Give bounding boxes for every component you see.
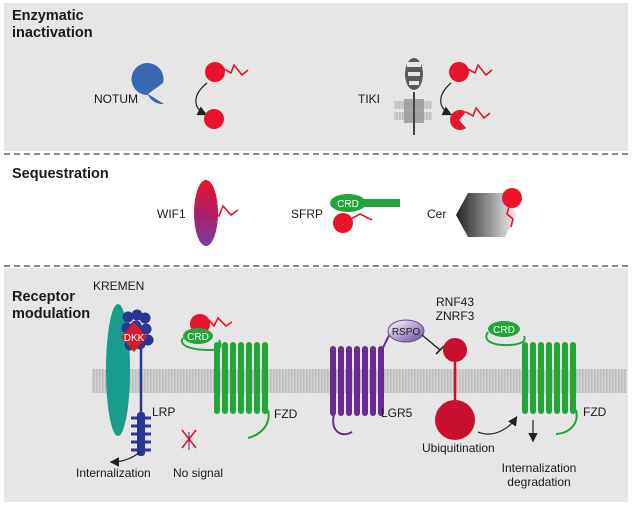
sequestration-panel [4,157,628,262]
conversion-arrow [195,82,208,116]
dkk-label: DKK [124,333,145,344]
fzd-left-label: FZD [274,407,298,421]
sfrp-protein-icon [330,194,400,233]
inhibition-bar [435,345,445,355]
sfrp-crd-label: CRD [337,199,359,210]
receptor-modulation-title: Receptor modulation [12,289,91,322]
wnt-ligand-icon [449,62,493,82]
fzd-receptor-right [485,321,578,435]
cleaved-wnt-icon [450,106,491,130]
cerberus-protein-icon [456,188,522,237]
wnt-ligand-icon [205,62,249,82]
rnf43-znrf3-label: RNF43 ZNRF3 [435,295,475,323]
tiki-label: TIKI [358,92,381,106]
dkk-inhibitor [121,322,147,352]
wnt-ligand-icon [204,109,224,129]
fzd-right-crd-label: CRD [493,325,515,336]
internalization-degradation-label: Internalization degradation [501,461,577,489]
fzd-receptor-left [180,328,270,439]
lrp-label: LRP [152,405,176,419]
cer-label: Cer [427,207,447,221]
fzd-left-crd-label: CRD [187,332,209,343]
inhibition-line [421,334,441,351]
rnf43-znrf3-ligase [435,338,475,440]
notum-enzyme-icon [131,63,164,105]
sfrp-label: SFRP [291,207,324,221]
sequestration-title: Sequestration [12,166,109,182]
ubiquitination-label: Ubiquitination [422,441,495,455]
notum-label: NOTUM [94,92,138,106]
kremen-label: KREMEN [93,279,145,293]
wif1-label: WIF1 [157,207,186,221]
enzymatic-inactivation-title: Enzymatic inactivation [12,8,93,41]
wif1-protein-icon [194,180,239,246]
fzd-right-label: FZD [583,405,607,419]
no-signal-label: No signal [173,466,224,480]
internalization-label: Internalization [76,466,151,480]
internalization-arrow [109,451,141,467]
rspo-ligand [387,319,425,343]
no-signal-icon [181,429,197,450]
enzymatic-inactivation-panel [4,3,628,151]
rspo-label: RSPO [392,327,421,338]
conversion-arrow [440,82,453,116]
tiki-enzyme-icon [394,58,432,135]
lgr5-label: LGR5 [381,406,413,420]
panel-divider [4,153,628,155]
ubiquitination-arrow [477,416,518,435]
panel-divider [4,265,628,267]
lgr5-receptor [330,331,399,436]
